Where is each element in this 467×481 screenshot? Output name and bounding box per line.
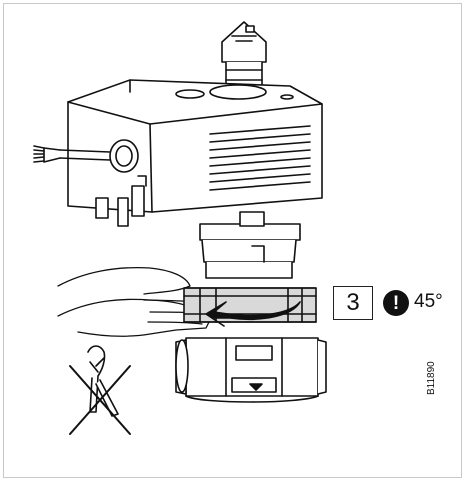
no-tools-icon xyxy=(69,345,131,435)
coupling-neck xyxy=(199,211,301,279)
figure-id: B11890 xyxy=(426,361,437,395)
hand-illustration xyxy=(57,266,213,337)
valve-body xyxy=(175,337,327,403)
warning-icon: ! xyxy=(383,290,409,316)
step-number: 3 xyxy=(346,289,360,316)
rotation-arrow-icon xyxy=(205,301,301,327)
warning-symbol: ! xyxy=(392,292,400,314)
top-connector xyxy=(221,21,267,91)
figure-frame xyxy=(3,3,462,478)
rotation-angle: 45° xyxy=(414,291,443,312)
actuator-housing xyxy=(33,79,323,227)
step-number-box: 3 xyxy=(333,286,373,320)
